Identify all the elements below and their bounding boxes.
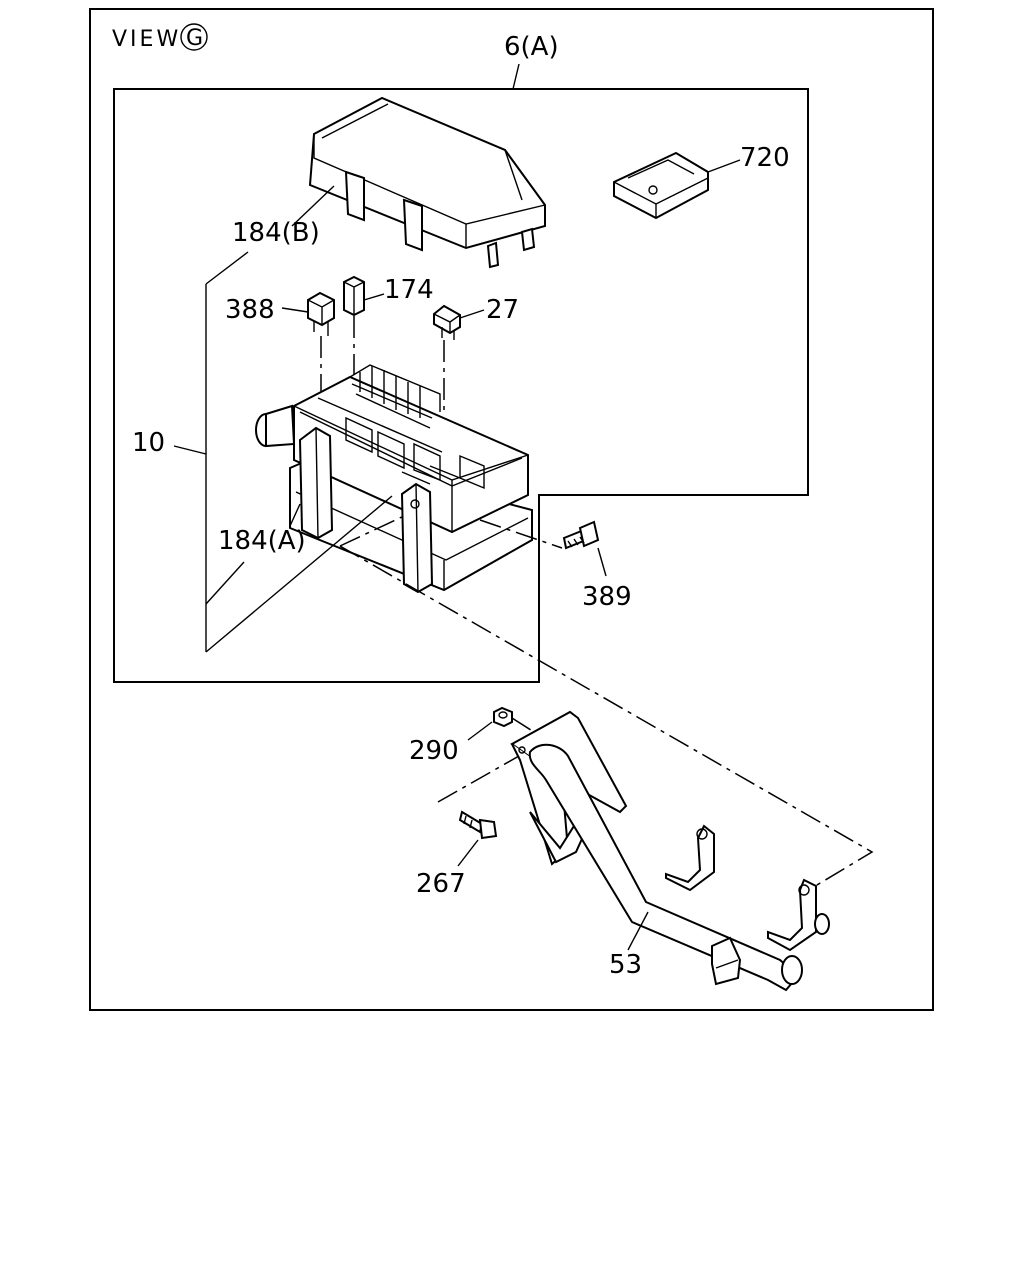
- view-heading: VIEW G: [112, 23, 208, 52]
- label-nut-290: 290: [409, 736, 459, 766]
- fuse-27: [433, 304, 461, 340]
- view-letter-circle: [180, 23, 208, 51]
- label-cover: 184(B): [232, 218, 320, 248]
- label-clip: 720: [740, 143, 790, 173]
- clip-part: [613, 151, 709, 220]
- view-letter: G: [186, 26, 203, 51]
- fuse-box: [255, 364, 533, 594]
- label-fuse-box: 10: [132, 428, 165, 458]
- bolt-267: [458, 810, 498, 840]
- label-bracket: 53: [609, 950, 642, 980]
- label-case-lower: 184(A): [218, 526, 306, 556]
- label-assembly: 6(A): [504, 32, 559, 62]
- relay-174: [343, 275, 365, 317]
- fuse-box-cover: [308, 96, 546, 269]
- view-prefix: VIEW: [112, 27, 181, 52]
- relay-388: [307, 291, 335, 336]
- label-fuse-27: 27: [486, 295, 519, 325]
- label-relay-388: 388: [225, 295, 275, 325]
- outer-frame: [89, 8, 934, 1011]
- bracket-assembly: [510, 710, 830, 992]
- assembly-frame: [113, 88, 809, 683]
- label-relay-174: 174: [384, 275, 434, 305]
- label-bolt-389: 389: [582, 582, 632, 612]
- label-bolt-267: 267: [416, 869, 466, 899]
- nut-290: [493, 706, 513, 728]
- bolt-389: [562, 520, 600, 550]
